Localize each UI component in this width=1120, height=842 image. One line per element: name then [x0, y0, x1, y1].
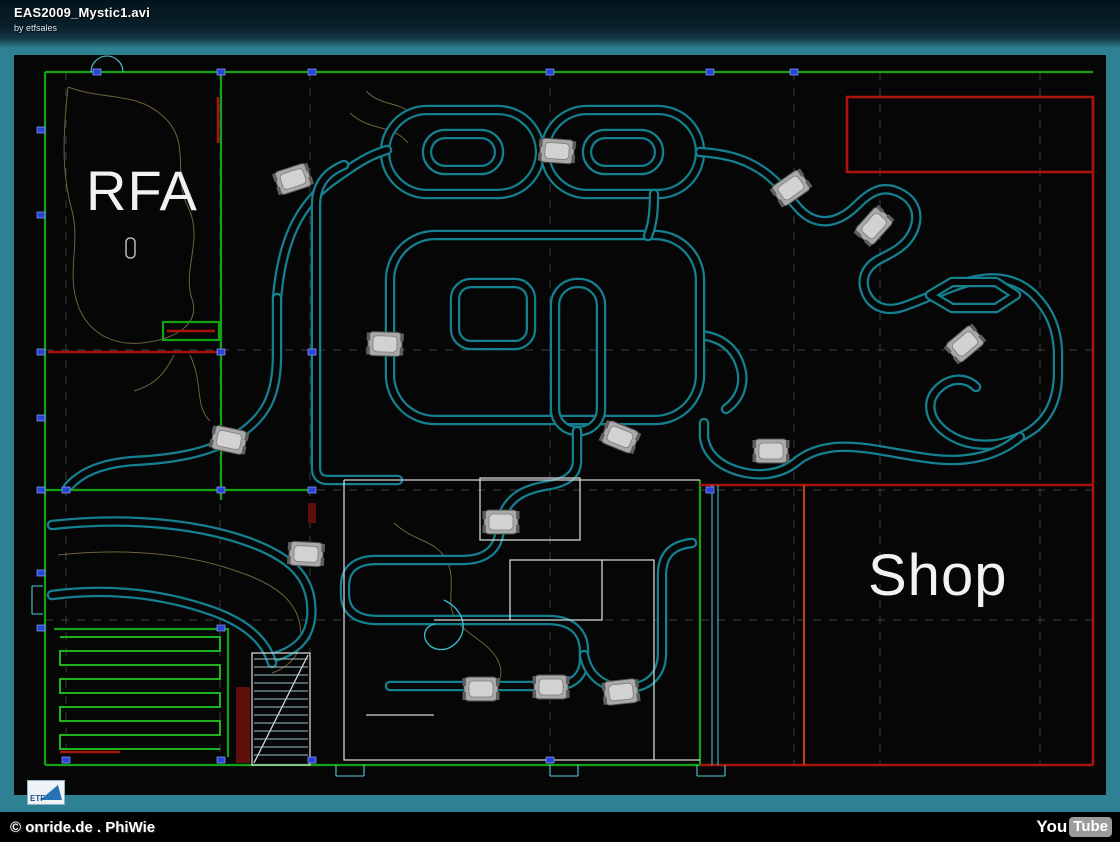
rfa-pillar — [125, 237, 136, 259]
ride-vehicle — [601, 678, 641, 706]
floor-plan-panel: RFA Shop — [14, 55, 1106, 795]
etf-logo-graphic: ETF — [30, 785, 62, 803]
caption-bar: © onride.de . PhiWie You Tube — [0, 812, 1120, 842]
blue-reference-marker — [307, 68, 317, 76]
room-wall-outline — [343, 480, 700, 761]
youtube-logo[interactable]: You Tube — [1036, 817, 1112, 837]
blue-reference-marker — [307, 486, 317, 494]
blue-reference-marker — [36, 211, 46, 219]
door-top-double — [90, 55, 124, 73]
blue-reference-marker — [36, 414, 46, 422]
floor-plan-canvas: RFA Shop — [31, 55, 1095, 777]
blue-reference-marker — [307, 348, 317, 356]
youtube-logo-you: You — [1036, 817, 1068, 836]
blue-reference-marker — [545, 68, 555, 76]
shop-area-label: Shop — [868, 543, 1007, 608]
door-bottom-2 — [549, 765, 579, 777]
ride-vehicle — [532, 674, 570, 700]
blue-reference-marker — [92, 68, 102, 76]
blue-reference-marker — [61, 756, 71, 764]
ride-vehicle — [462, 676, 500, 702]
ride-vehicle — [272, 162, 314, 196]
ride-vehicle — [286, 540, 326, 568]
blue-reference-marker — [216, 68, 226, 76]
room-box-1 — [479, 477, 581, 541]
ride-vehicle — [208, 425, 250, 455]
cyan-wall-lines — [711, 485, 719, 765]
etf-logo-text: ETF — [30, 794, 45, 803]
video-title-overlay: EAS2009_Mystic1.avi by etfsales — [0, 0, 1120, 48]
door-left — [31, 585, 43, 615]
video-byline[interactable]: by etfsales — [14, 23, 58, 33]
blue-reference-marker — [36, 624, 46, 632]
blue-reference-marker — [216, 486, 226, 494]
blue-reference-marker — [545, 756, 555, 764]
blue-reference-marker — [36, 569, 46, 577]
ride-vehicle — [482, 509, 520, 535]
ride-vehicle — [366, 331, 404, 357]
red-block-stairs — [236, 687, 250, 763]
blue-reference-marker — [36, 486, 46, 494]
ride-vehicle — [943, 323, 987, 365]
youtube-logo-tube: Tube — [1069, 817, 1112, 837]
ride-vehicle — [853, 204, 895, 248]
blue-reference-marker — [216, 756, 226, 764]
blue-reference-marker — [36, 348, 46, 356]
green-equipment-box — [161, 320, 221, 342]
red-block-small — [308, 503, 316, 523]
room-wall-b — [602, 559, 655, 760]
terrain-contours — [57, 86, 502, 696]
copyright-text: © onride.de . PhiWie — [10, 818, 156, 836]
ride-vehicle — [752, 438, 790, 464]
stairs-outline — [251, 652, 311, 766]
red-room-top-right — [845, 95, 1095, 174]
stairs-treads — [254, 658, 308, 756]
blue-reference-marker — [61, 486, 71, 494]
door-bottom-1 — [335, 765, 365, 777]
blue-reference-marker — [307, 756, 317, 764]
etf-watermark-logo[interactable]: ETF — [27, 780, 65, 805]
blue-reference-marker — [705, 68, 715, 76]
blue-reference-marker — [705, 486, 715, 494]
ride-vehicles-layer — [208, 137, 987, 706]
ride-vehicle — [598, 419, 642, 455]
blue-reference-marker — [789, 68, 799, 76]
blue-reference-marker — [36, 126, 46, 134]
queue-serpentine — [59, 636, 221, 750]
blue-reference-marker — [216, 624, 226, 632]
door-bottom-3 — [696, 765, 726, 777]
ride-vehicle — [537, 137, 577, 165]
video-title[interactable]: EAS2009_Mystic1.avi — [14, 5, 151, 20]
etf-logo-arrow — [40, 785, 62, 800]
ride-vehicle — [769, 168, 813, 208]
queue-border — [54, 627, 230, 757]
blue-reference-marker — [216, 348, 226, 356]
room-box-2 — [509, 559, 603, 621]
stairs-diagonal — [253, 654, 309, 764]
rfa-area-label: RFA — [86, 159, 198, 222]
blue-marker-layer — [36, 68, 799, 764]
